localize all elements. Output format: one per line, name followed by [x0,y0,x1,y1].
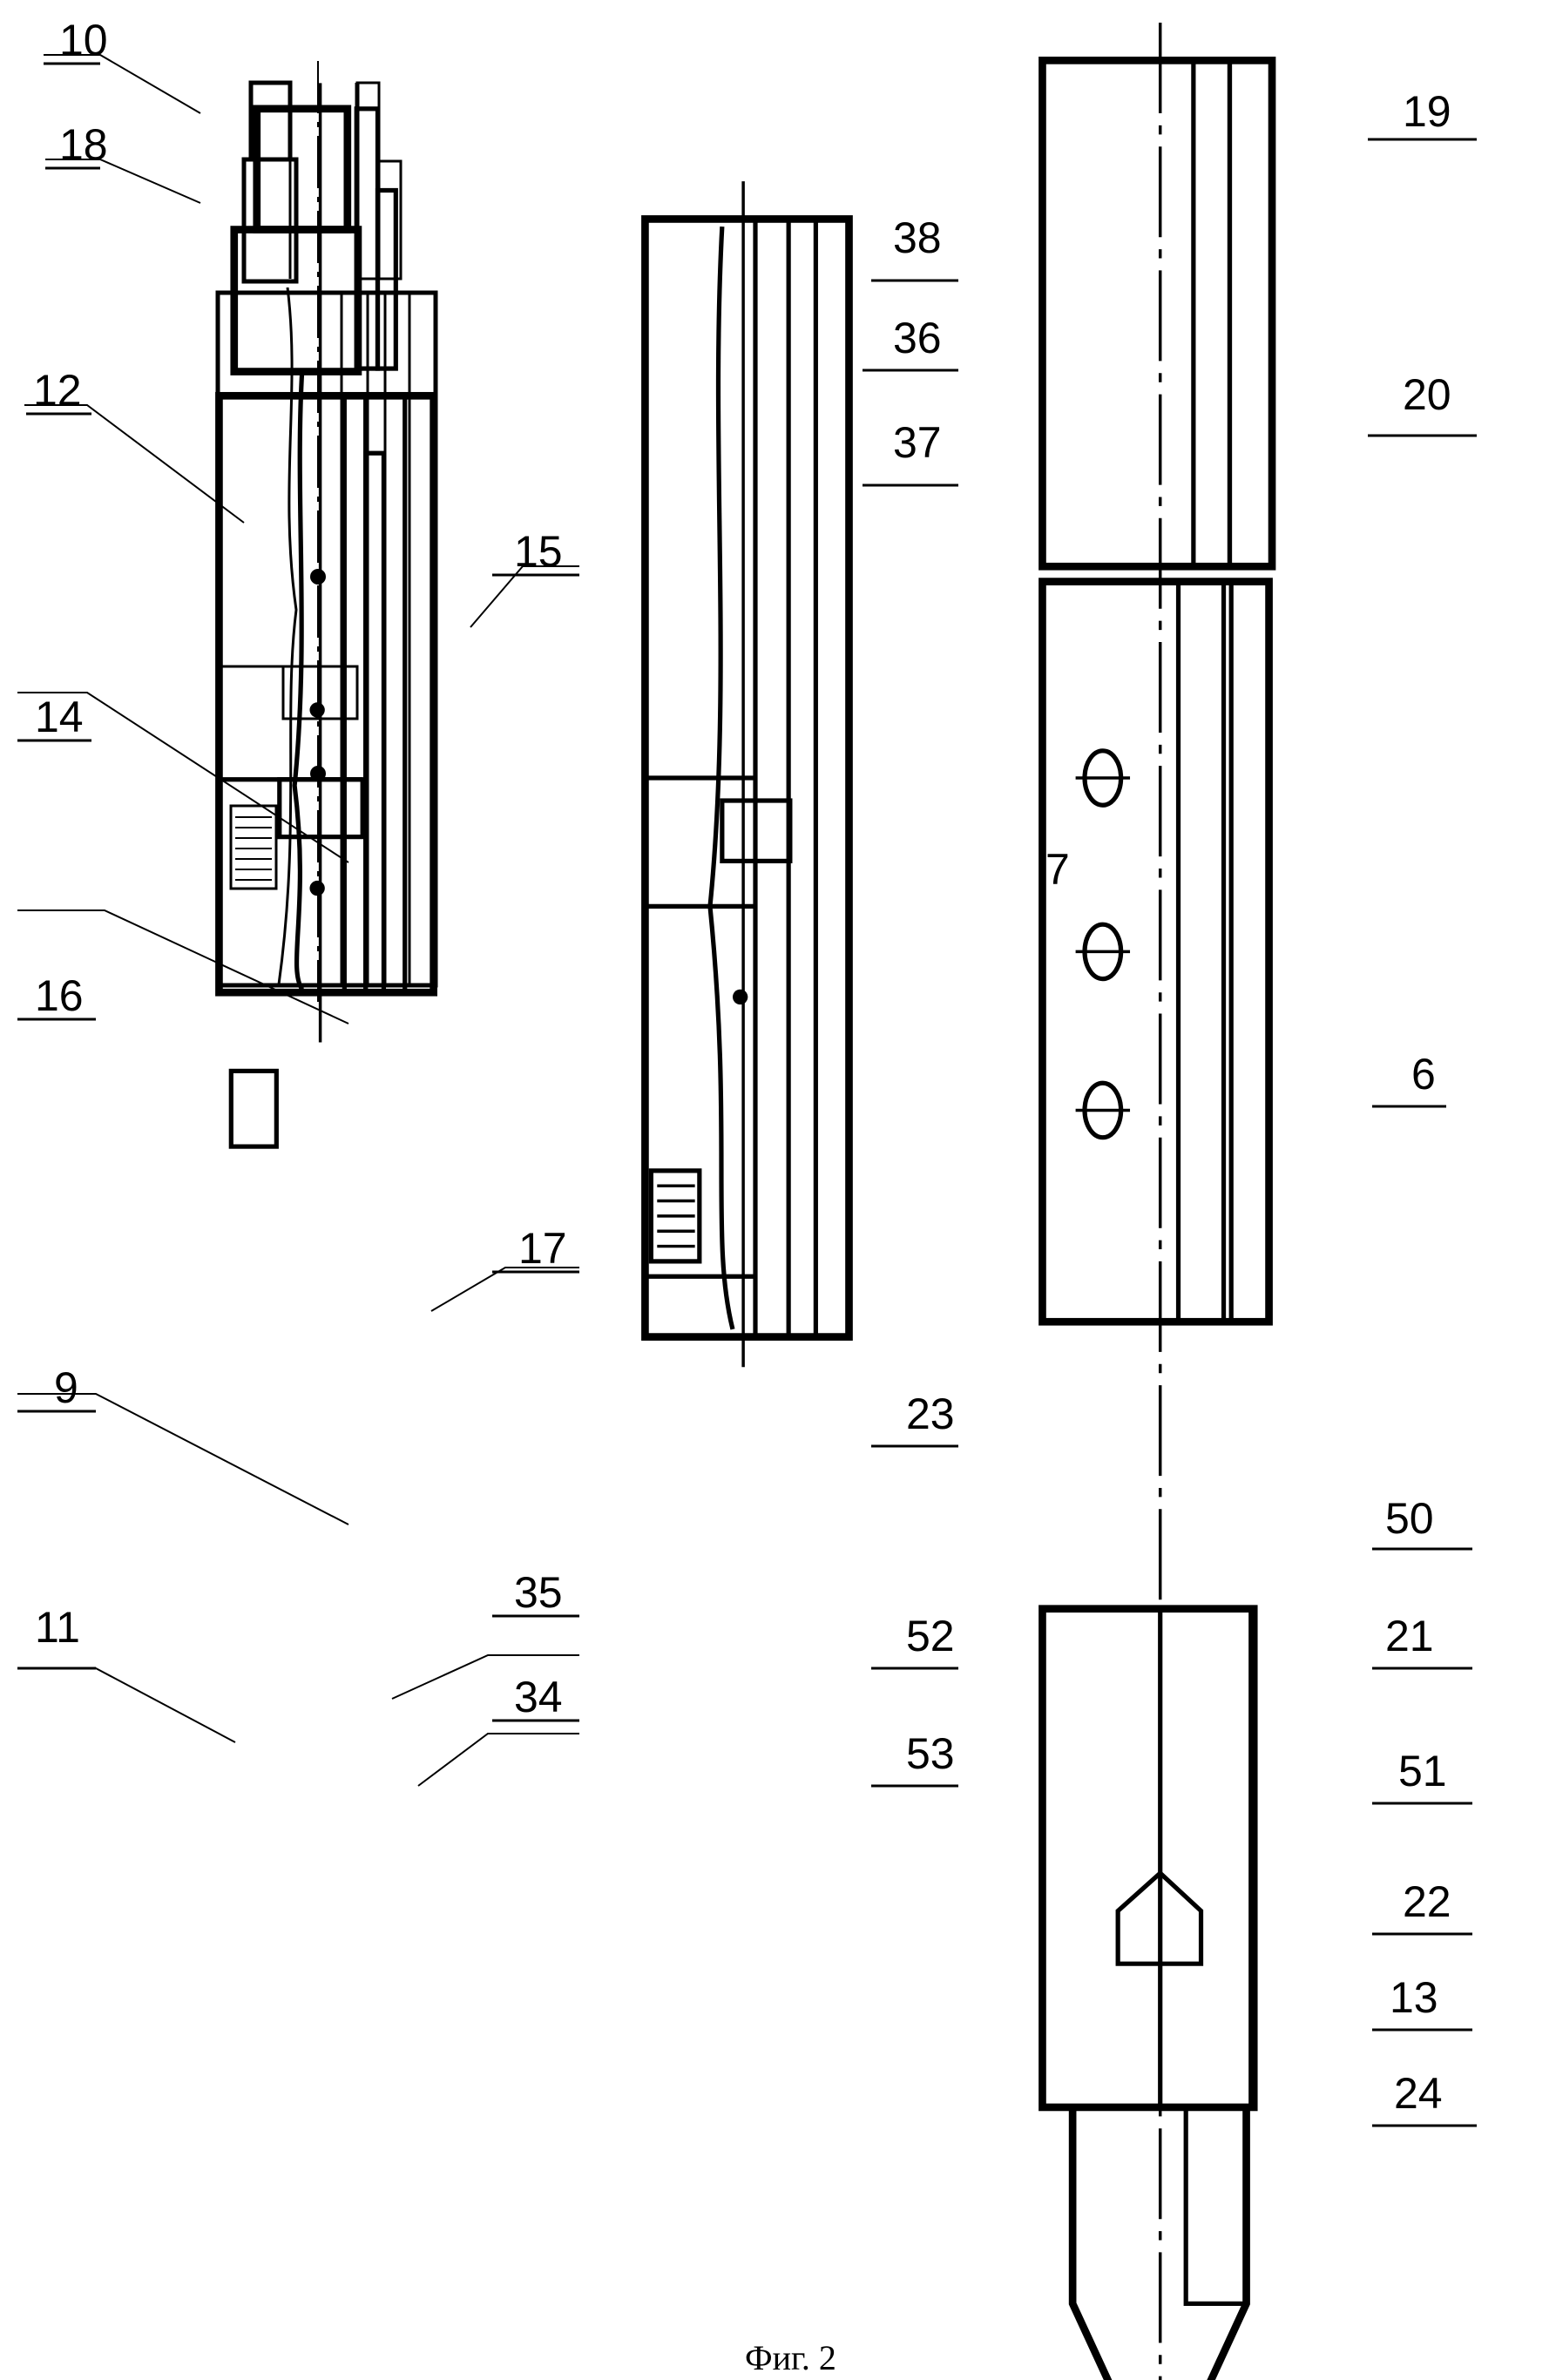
callout-21: 21 [1385,1612,1434,1660]
left-tool-body [215,83,437,1149]
callout-53: 53 [906,1729,955,1778]
callout-34: 34 [514,1673,563,1721]
slot-11-shape [228,1068,279,1149]
callout-6: 6 [1411,1050,1436,1099]
callout-18: 18 [59,120,108,169]
slot-11 [229,804,278,890]
callout-22: 22 [1403,1877,1451,1926]
figure-caption: Фиг. 2 [745,2338,836,2377]
callout-14: 14 [35,693,84,741]
callout-17: 17 [518,1224,567,1273]
callout-19: 19 [1403,87,1451,136]
callout-35: 35 [514,1568,563,1617]
callout-10: 10 [59,16,108,64]
callout-51: 51 [1398,1747,1447,1795]
callout-50: 50 [1385,1494,1434,1543]
callout-labels: 10 18 12 15 14 16 17 9 35 11 34 38 36 37… [17,16,1477,2127]
callout-20: 20 [1403,370,1451,419]
coupling-18 [241,157,299,284]
callout-38: 38 [893,213,942,262]
callout-16: 16 [35,971,84,1020]
callout-36: 36 [893,314,942,362]
middle-tool-body [641,181,853,1368]
callout-12: 12 [33,366,82,415]
callout-13: 13 [1390,1973,1438,2022]
right-tool-body [1038,23,1276,2380]
callout-11: 11 [35,1603,80,1652]
callout-9: 9 [54,1363,78,1412]
callout-24: 24 [1394,2069,1443,2118]
callout-23: 23 [906,1389,955,1438]
callout-7: 7 [1045,845,1070,894]
callout-52: 52 [906,1612,955,1660]
callout-37: 37 [893,418,942,467]
callout-15: 15 [514,527,563,576]
